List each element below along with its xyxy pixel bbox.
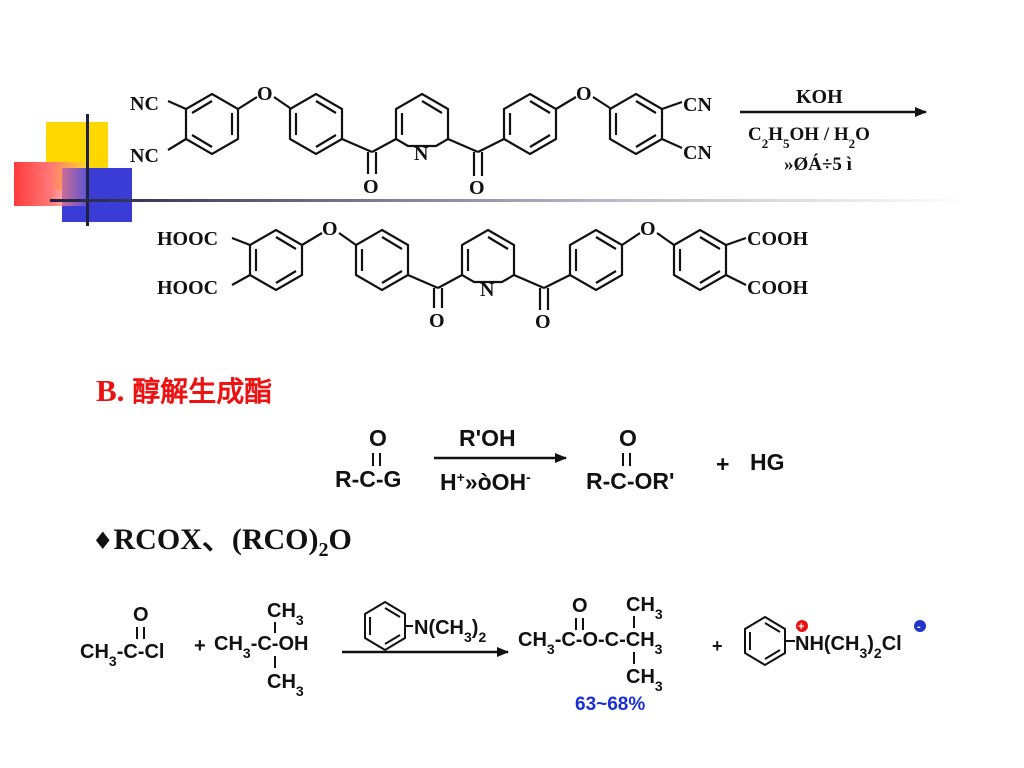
section-b-heading: B. 醇解生成酯 [96, 370, 272, 410]
section-b-label: B. [96, 373, 125, 408]
decor-horizontal-line [50, 199, 970, 202]
bullet-text: RCOX、(RCO)2O [113, 523, 352, 561]
scheme3-ester: CH3-C-O-C-CH3 [518, 629, 663, 657]
scheme1-reagent: KOH [796, 86, 843, 108]
scheme1-carbonyl-o-left: O [363, 176, 379, 198]
scheme1-product-ether-o-left: O [322, 218, 338, 240]
scheme3-plus-2: + [712, 636, 723, 656]
scheme3-catalyst-benzene [364, 600, 413, 652]
scheme1-ether-o-right: O [576, 83, 592, 105]
decor-vertical-line [86, 114, 89, 226]
scheme2-byproduct: HG [750, 449, 785, 475]
scheme3-acyl-chloride: CH3-C-Cl [80, 641, 164, 669]
scheme2: O R-C-G R'OH H+»òOH- O R-C-OR' + HG [335, 425, 785, 495]
scheme1-reactant-structure [167, 92, 683, 176]
scheme2-acyl-compound: R-C-G [335, 466, 401, 492]
scheme2-catalyst: H+»òOH- [440, 469, 531, 495]
scheme2-reagent: R'OH [459, 425, 516, 451]
scheme3-salt-benzene [744, 615, 795, 667]
scheme3-plus-1: + [194, 635, 206, 657]
scheme1-condition: »ØÁ÷5 ì [784, 153, 852, 175]
scheme1-pyridine-n: N [414, 143, 429, 165]
scheme3-catalyst-amine: N(CH3)2 [414, 617, 486, 645]
scheme1-product-acid-right-bottom: COOH [747, 277, 809, 299]
scheme3: O CH3-C-Cl + CH3 CH3-C-OH CH3 N(CH3)2 O [80, 594, 926, 715]
scheme1-solvent: C2H5OH / H2O [748, 124, 870, 151]
scheme1-left-nitrile-top: NC [130, 93, 159, 115]
scheme1-right-nitrile-bottom: CN [683, 142, 712, 164]
scheme1-carbonyl-o-right: O [469, 177, 485, 199]
scheme3-ester-top-methyl: CH3 [626, 594, 663, 622]
diamond-bullet-icon: ♦ [92, 527, 114, 555]
svg-text:+: + [798, 621, 804, 633]
scheme1-product-carbonyl-o-left: O [429, 310, 445, 332]
scheme1-product-structure [231, 228, 747, 310]
scheme3-alcohol-bottom-methyl: CH3 [267, 671, 304, 699]
scheme2-plus: + [716, 451, 729, 477]
scheme3-acyl-chloride-o: O [133, 604, 149, 626]
positive-charge-icon: + [796, 620, 808, 633]
bullet-heading: ♦RCOX、(RCO)2O [92, 514, 352, 562]
svg-text:-: - [917, 621, 921, 633]
decor-red-bar [14, 162, 86, 206]
scheme3-salt: NH(CH3)2Cl [795, 633, 902, 661]
scheme3-alcohol: CH3-C-OH [214, 633, 308, 661]
scheme1-product-acid-left-bottom: HOOC [157, 277, 218, 299]
scheme1-left-nitrile-bottom: NC [130, 145, 159, 167]
scheme2-ester: R-C-OR' [586, 468, 675, 494]
scheme3-ester-bottom-methyl: CH3 [626, 666, 663, 694]
scheme1-product-carbonyl-o-right: O [535, 311, 551, 333]
scheme1-ether-o-left: O [257, 83, 273, 105]
scheme3-ester-carbonyl-o: O [572, 595, 588, 617]
scheme1-product-pyridine-n: N [480, 279, 495, 301]
scheme2-ester-carbonyl-o: O [619, 425, 637, 451]
scheme3-yield: 63~68% [575, 694, 645, 715]
scheme1-product-acid-right-top: COOH [747, 228, 809, 250]
scheme1-product-ether-o-right: O [640, 218, 656, 240]
scheme3-alcohol-top-methyl: CH3 [267, 600, 304, 628]
section-b-title: 醇解生成酯 [132, 375, 273, 408]
scheme2-acyl-carbonyl-o: O [369, 425, 387, 451]
negative-charge-icon: - [914, 620, 926, 633]
scheme1-right-nitrile-top: CN [683, 94, 712, 116]
scheme1-product-acid-left-top: HOOC [157, 228, 218, 250]
